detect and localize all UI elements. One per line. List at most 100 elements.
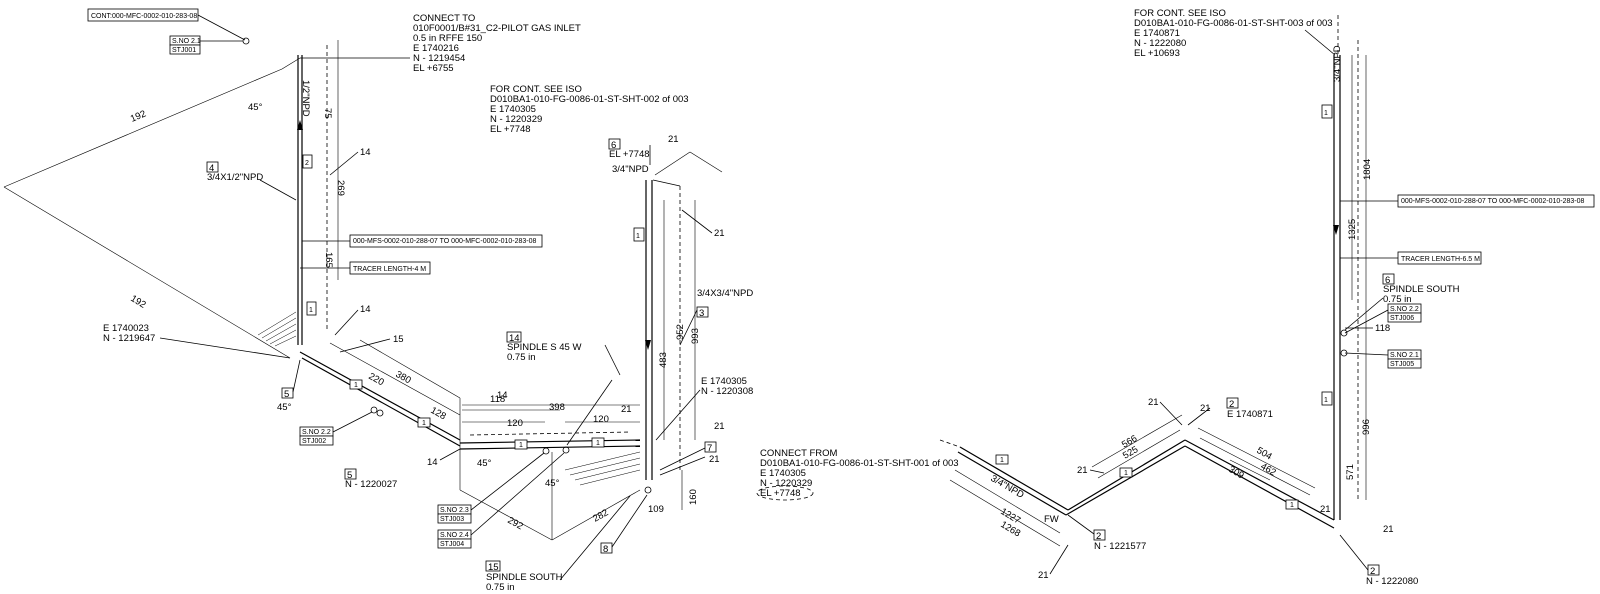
- pipe-1-label-f: 1: [636, 233, 640, 240]
- npd-half: 1/2"NPD: [300, 80, 311, 117]
- spindle-south-r-1: SPINDLE SOUTH: [1383, 284, 1460, 295]
- callout-3: 3: [699, 308, 704, 319]
- dim-120b: 120: [593, 414, 609, 425]
- angle-45-top: 45°: [248, 102, 263, 113]
- dim-160: 160: [688, 489, 699, 505]
- dim-398: 398: [549, 402, 565, 413]
- dim-504: 504: [1255, 445, 1274, 462]
- pipe-1-label-d: 1: [519, 442, 523, 449]
- sno-2-2-right: S.NO 2.2: [1390, 306, 1419, 313]
- dim-952: 952: [675, 324, 686, 340]
- dim-21-right-a: 21: [1320, 504, 1331, 515]
- for-cont-2-line-4: N - 1222080: [1134, 38, 1186, 49]
- reducer-3: 3/4X3/4"NPD: [697, 288, 753, 299]
- callout-8: 8: [603, 544, 608, 555]
- pipe-1-right-e: 1: [1290, 502, 1294, 509]
- stj006-right: STJ006: [1390, 315, 1414, 322]
- stj003-label: STJ003: [440, 516, 464, 523]
- right-iso: FOR CONT. SEE ISO D010BA1-010-FG-0086-01…: [939, 8, 1595, 587]
- cont-ref-label: CONT:000-MFC-0002-010-283-08: [91, 13, 197, 20]
- dim-21-a: 21: [621, 404, 632, 415]
- for-cont-1-line-4: N - 1220329: [490, 114, 542, 125]
- dim-118-right: 118: [1375, 323, 1390, 334]
- dim-21-right-f: 21: [1038, 570, 1049, 581]
- callout-6: 6: [611, 140, 616, 151]
- coord-n2: N - 1220308: [701, 386, 753, 397]
- callout-5b: 5: [347, 470, 352, 481]
- dim-1325: 1325: [1347, 219, 1358, 240]
- sno-2-4-label: S.NO 2.4: [440, 532, 469, 539]
- n-1220027: N - 1220027: [345, 479, 397, 490]
- angle-45-c: 45°: [477, 458, 492, 469]
- dim-21-b: 21: [668, 134, 679, 145]
- connect-from-line-1: CONNECT FROM: [760, 448, 837, 459]
- reducer-4: 3/4X1/2"NPD: [207, 172, 263, 183]
- spindle-south-l-1: SPINDLE SOUTH: [486, 572, 563, 583]
- dim-14-a: 14: [360, 147, 371, 158]
- coord-e1: E 1740023: [103, 323, 149, 334]
- dim-14-d: 14: [427, 457, 438, 468]
- dim-14-c: 14: [497, 390, 508, 401]
- dim-120a: 120: [507, 418, 523, 429]
- pipe-1-right-b: 1: [1324, 397, 1328, 404]
- n-1222080: N - 1222080: [1366, 576, 1418, 587]
- callout-6-right: 6: [1385, 275, 1390, 286]
- dim-128: 128: [429, 405, 448, 422]
- for-cont-2-line-3: E 1740871: [1134, 28, 1180, 39]
- stj001-label: STJ001: [172, 47, 196, 54]
- dim-192-bottom: 192: [128, 293, 147, 311]
- pipe-1-right-a: 1: [1324, 110, 1328, 117]
- pipe-1-right-c: 1: [1000, 457, 1004, 464]
- fw-label: FW: [1044, 514, 1059, 525]
- for-cont-1-line-2: D010BA1-010-FG-0086-01-ST-SHT-002 of 003: [490, 94, 689, 105]
- sno-2-1-label: S.NO 2.1: [172, 38, 201, 45]
- dim-1804: 1804: [1362, 159, 1373, 180]
- dim-21-right-e: 21: [1077, 465, 1088, 476]
- sno-2-1-right: S.NO 2.1: [1390, 352, 1419, 359]
- pipe-1-label-c: 1: [422, 420, 426, 427]
- connect-from-line-3: E 1740305: [760, 468, 806, 479]
- callout-2b: 2: [1096, 531, 1101, 542]
- pipe-1-label-b: 1: [354, 382, 358, 389]
- callout-2c: 2: [1370, 566, 1375, 577]
- for-cont-1-line-5: EL +7748: [490, 124, 531, 135]
- dim-483: 483: [658, 352, 669, 368]
- connect-from-line-5: EL +7748: [760, 488, 801, 499]
- tracer-2: TRACER LENGTH-6.5 M: [1401, 256, 1480, 263]
- dim-75: 75: [322, 108, 333, 119]
- pipe-1-label-e: 1: [596, 440, 600, 447]
- weld-symbol: [242, 37, 250, 45]
- callout-2a: 2: [1229, 399, 1234, 410]
- callout-15: 15: [488, 562, 499, 573]
- revision-cloud: [756, 485, 814, 501]
- pipe-1-label-a: 1: [309, 307, 313, 314]
- callout-5a: 5: [284, 389, 289, 400]
- dim-380: 380: [394, 369, 413, 386]
- connect-to-line-3: 0.5 in RFFE 150: [413, 33, 482, 44]
- spindle-s45w-1: SPINDLE S 45 W: [507, 342, 581, 353]
- connect-to-line-6: EL +6755: [413, 63, 454, 74]
- dim-14-b: 14: [360, 304, 371, 315]
- angle-45-b: 45°: [277, 402, 292, 413]
- dim-118: 118: [490, 394, 505, 405]
- for-cont-1-line-1: FOR CONT. SEE ISO: [490, 84, 582, 95]
- dim-21-right-c: 21: [1148, 397, 1159, 408]
- el-7748: EL +7748: [609, 149, 650, 160]
- npd-34-v: 3/4"NPD: [1332, 45, 1343, 82]
- dim-996: 996: [1361, 419, 1372, 435]
- npd-34: 3/4"NPD: [612, 164, 649, 175]
- for-cont-1-line-3: E 1740305: [490, 104, 536, 115]
- connect-to-line-5: N - 1219454: [413, 53, 465, 64]
- dim-21-e: 21: [709, 454, 720, 465]
- stj004-label: STJ004: [440, 541, 464, 548]
- stj001-box: [169, 44, 201, 55]
- line-ref-1: 000-MFS-0002-010-288-07 TO 000-MFC-0002-…: [353, 238, 537, 245]
- spindle-s45w-2: 0.75 in: [507, 352, 536, 363]
- connect-to-line-2: 010F0001/B#31_C2-PILOT GAS INLET: [413, 23, 581, 34]
- dim-993: 993: [690, 328, 701, 344]
- dim-109: 109: [648, 504, 664, 515]
- stj002-label: STJ002: [302, 438, 326, 445]
- sno-2-3-label: S.NO 2.3: [440, 507, 469, 514]
- spindle-south-r-2: 0.75 in: [1383, 294, 1412, 305]
